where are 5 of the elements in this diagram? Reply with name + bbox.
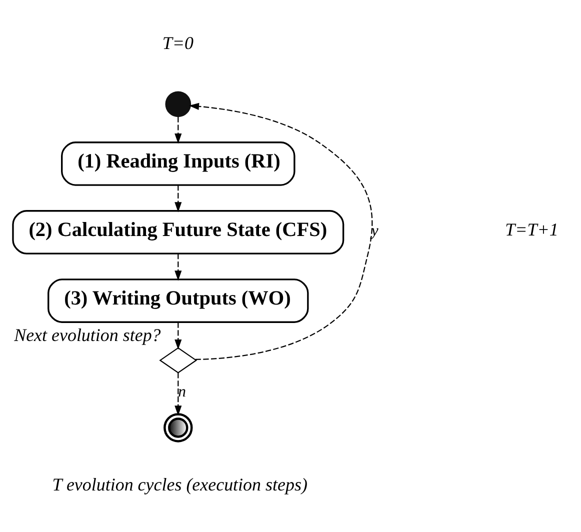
node-label: Next evolution step?: [14, 324, 161, 344]
label: T=T+1: [505, 218, 558, 239]
label: T=0: [162, 32, 194, 52]
label: T evolution cycles (execution steps): [52, 474, 308, 494]
edge-label: n: [178, 382, 186, 400]
